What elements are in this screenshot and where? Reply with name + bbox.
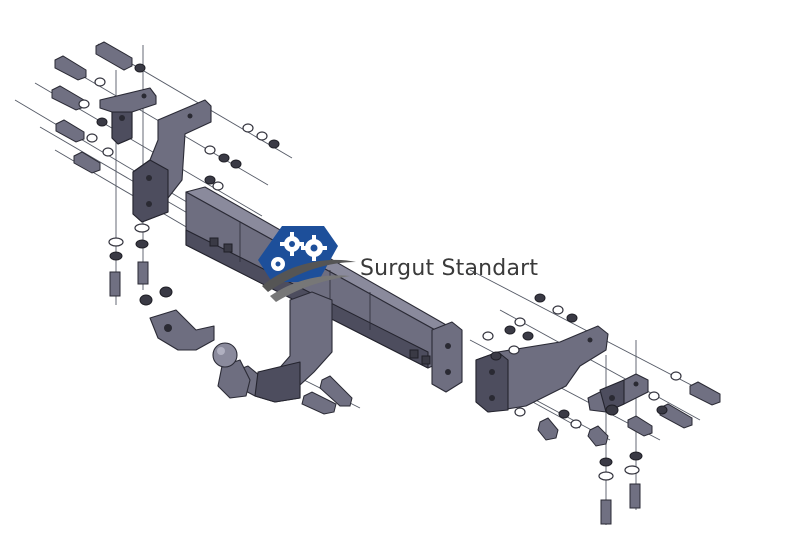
brand-logo <box>258 226 356 302</box>
brand-name: Surgut Standart <box>360 256 539 281</box>
right-washer-set <box>482 305 682 481</box>
swoosh-icon <box>262 259 356 302</box>
right-lower-bracket <box>587 373 649 413</box>
tow-ball-neck <box>212 291 333 403</box>
left-side-plate <box>132 99 212 223</box>
right-side-plate <box>475 325 609 413</box>
right-nut-set <box>490 293 668 467</box>
right-bolt-set <box>301 375 721 525</box>
left-washer-set <box>78 77 268 247</box>
gear-icon <box>271 232 327 271</box>
left-upper-bracket <box>99 87 157 145</box>
beam-nut-row <box>209 237 431 365</box>
left-nut-set <box>96 63 280 306</box>
socket-bracket <box>149 309 215 351</box>
